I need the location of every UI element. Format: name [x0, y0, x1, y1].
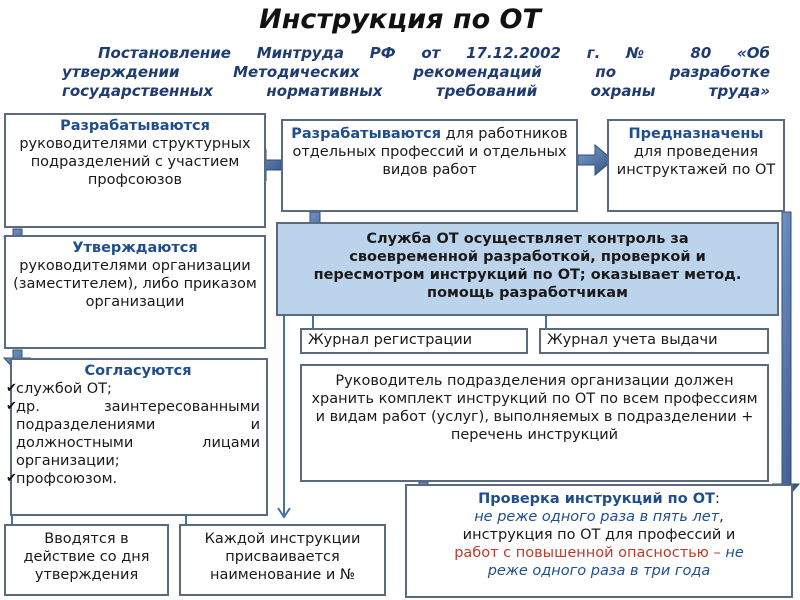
box-check: Проверка инструкций по ОТ: не реже одног… [405, 484, 793, 598]
approved-text: руководителями организации (заместителем… [13, 258, 257, 310]
decree-text: Постановление Минтруда РФ от 17.12.2002 … [62, 44, 770, 101]
effect-text: Вводятся в действие со дня утверждения [23, 531, 150, 583]
head-keeps-text: Руководитель подразделения организации д… [311, 373, 758, 443]
purpose-heading: Предназначены [628, 126, 764, 142]
box-agreed: Согласуются ✔службой ОТ; ✔др. заинтересо… [6, 358, 268, 516]
decree-line-1: Постановление Минтруда РФ от 17.12.2002 … [98, 44, 770, 62]
checkmark-icon: ✔ [6, 399, 17, 414]
page-title: Инструкция по ОТ [259, 4, 541, 35]
box-ot-service: Служба ОТ осуществляет контроль за своев… [276, 222, 779, 316]
check-line-2: не реже одного раза в пять лет, [474, 509, 724, 525]
journal-registration-label: Журнал регистрации [308, 332, 473, 348]
developed-for-text: для работников отдельных профессий и отд… [292, 126, 568, 178]
arrow-right-icon [577, 143, 614, 177]
box-approved: Утверждаются руководителями организации … [4, 235, 266, 349]
developed-by-heading: Разрабатываются [60, 118, 210, 134]
agreed-item-1: ✔службой ОТ; [6, 381, 112, 397]
box-developed-by: Разрабатываются руководителями структурн… [4, 113, 266, 228]
box-head-keeps: Руководитель подразделения организации д… [300, 364, 769, 482]
checkmark-icon: ✔ [6, 381, 17, 396]
journal-issue-box: Журнал учета выдачи [539, 328, 769, 354]
check-line-3: инструкция по ОТ для профессий и [462, 527, 736, 543]
name-text: Каждой инструкции присваивается наименов… [204, 531, 361, 583]
check-line-5: реже одного раза в три года [487, 563, 711, 579]
journal-issue-label: Журнал учета выдачи [547, 332, 718, 348]
purpose-text: для проведения инструктажей по ОТ [616, 144, 776, 178]
box-name: Каждой инструкции присваивается наименов… [179, 524, 386, 596]
decree-line-2: утверждении Методических рекомендаций по… [62, 63, 770, 81]
box-developed-for: Разрабатываются для работников отдельных… [281, 119, 578, 212]
checkmark-icon: ✔ [6, 471, 17, 486]
developed-by-text: руководителями структурных подразделений… [19, 136, 251, 188]
box-purpose: Предназначены для проведения инструктаже… [607, 119, 785, 212]
box-effect: Вводятся в действие со дня утверждения [4, 524, 169, 596]
agreed-item-3: ✔профсоюзом. [6, 471, 118, 487]
check-heading-line: Проверка инструкций по ОТ: [478, 491, 720, 507]
agreed-item-2: ✔др. заинтересованными подразделениями и… [6, 399, 260, 469]
check-heading: Проверка инструкций по ОТ [478, 491, 715, 507]
developed-for-heading: Разрабатываются [291, 126, 442, 142]
approved-heading: Утверждаются [72, 240, 198, 256]
arrow-thin-service-down-icon [277, 316, 291, 519]
agreed-heading: Согласуются [84, 363, 192, 379]
check-line-4: работ с повышенной опасностью – не [454, 545, 744, 561]
decree-line-3: государственных нормативных требований о… [62, 82, 770, 100]
journal-registration-box: Журнал регистрации [300, 328, 528, 354]
ot-service-text: Служба ОТ осуществляет контроль за своев… [313, 231, 742, 301]
